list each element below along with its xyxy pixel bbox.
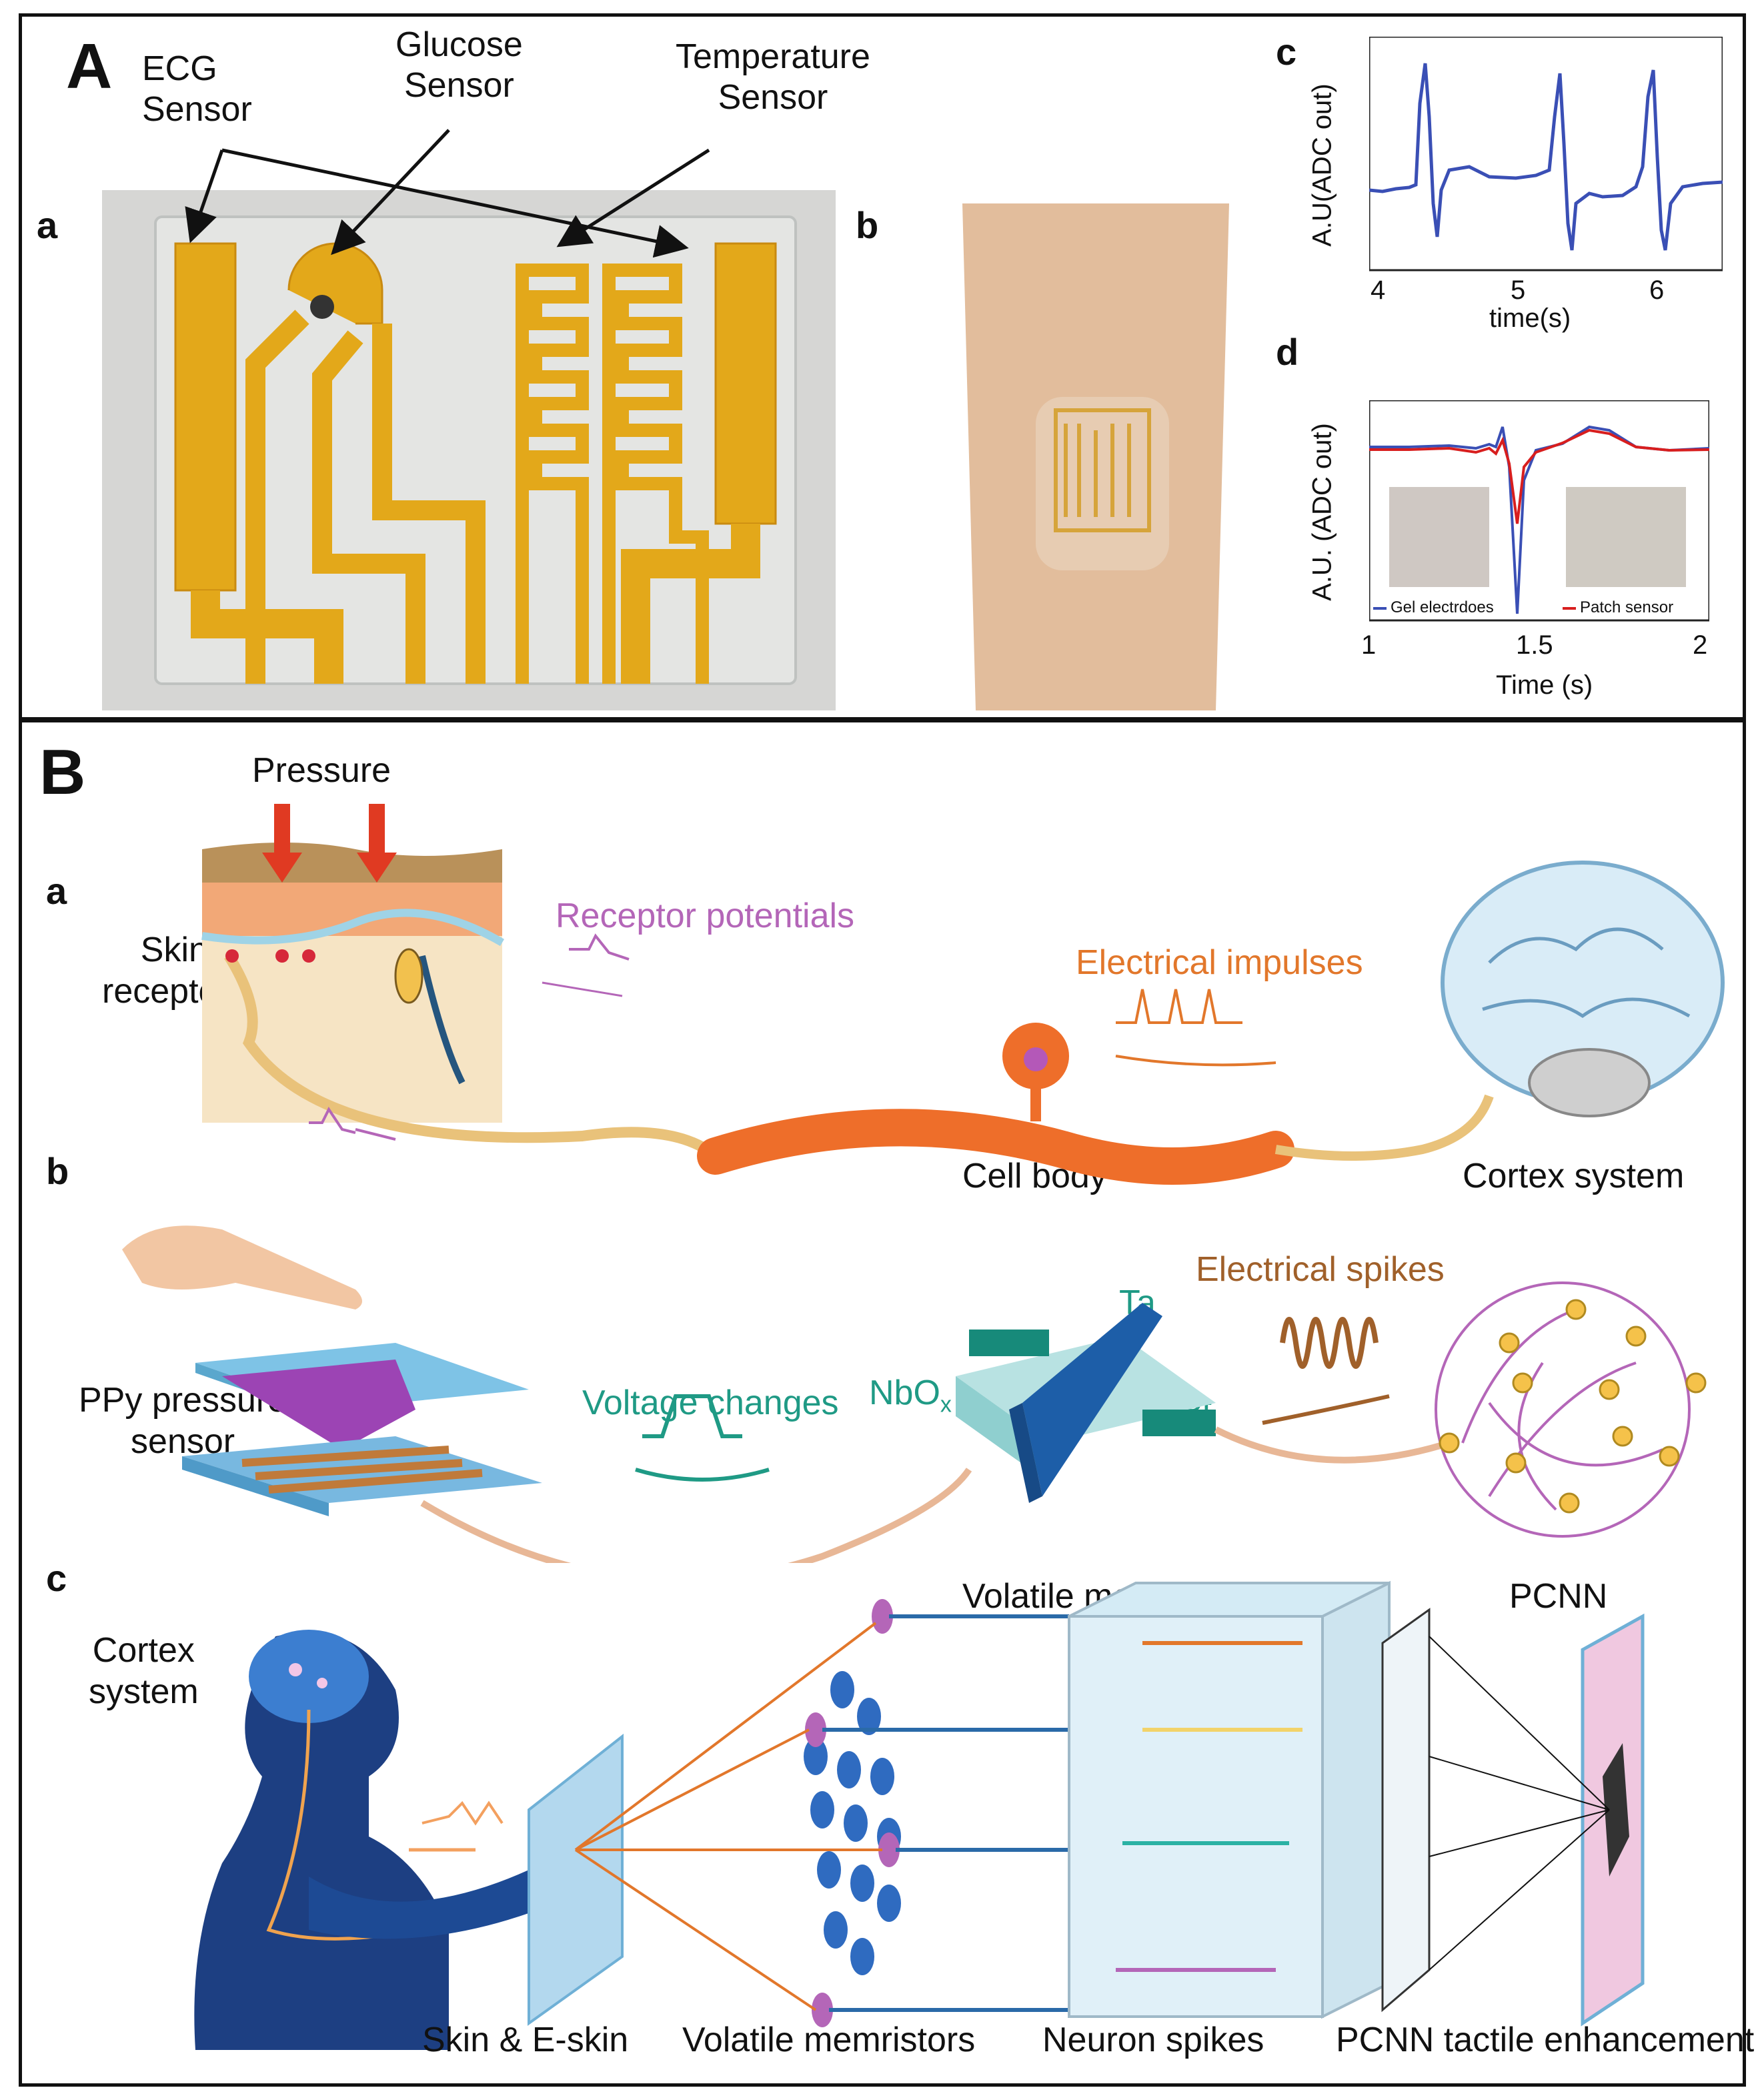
caption-neuron-spikes: Neuron spikes xyxy=(1042,2021,1264,2059)
legend-gel-electrodes: Gel electrdoes xyxy=(1391,598,1494,616)
neural-pathway-illustration xyxy=(201,804,1725,1185)
subpanel-b-label: b xyxy=(856,204,879,246)
subpanel-bb-label: b xyxy=(46,1150,69,1192)
pressure-label: Pressure xyxy=(252,751,391,790)
caption-skin-eskin: Skin & E-skin xyxy=(422,2021,629,2059)
sensor-pointer-arrows xyxy=(185,129,710,258)
pcnn-label: PCNN xyxy=(1509,1577,1608,1616)
panel-b-label: B xyxy=(39,736,86,808)
electrical-impulses-label: Electrical impulses xyxy=(1076,943,1363,982)
chart-d-xlabel: Time (s) xyxy=(1496,670,1593,700)
glucose-sensor-label: Glucose Sensor xyxy=(395,25,523,105)
legend-patch-sensor: Patch sensor xyxy=(1580,598,1674,616)
chart-d-xtick-1: 1 xyxy=(1361,630,1377,660)
chart-c-xtick-6: 6 xyxy=(1649,276,1665,305)
chart-d xyxy=(1369,400,1709,622)
electrical-spikes-label: Electrical spikes xyxy=(1196,1250,1445,1289)
nbox-main: NbO xyxy=(869,1374,940,1412)
subpanel-c-label: c xyxy=(1276,31,1297,73)
subpanel-ba-label: a xyxy=(46,870,67,912)
cortex-system-c-label: Cortex system xyxy=(89,1631,199,1712)
nbox-subscript: x xyxy=(940,1392,952,1418)
chart-c xyxy=(1369,37,1723,272)
panel-a-label: A xyxy=(66,31,113,102)
caption-volatile-memristors: Volatile memristors xyxy=(682,2021,976,2059)
caption-pcnn-tactile: PCNN tactile enhancement xyxy=(1336,2021,1755,2059)
chart-c-ylabel: A.U(ADC out) xyxy=(1307,83,1337,247)
temperature-sensor-label: Temperature Sensor xyxy=(676,37,870,117)
subpanel-d-label: d xyxy=(1276,331,1299,373)
panel-a: A a b c d ECG Sensor Glucose Sensor Temp… xyxy=(19,13,1746,720)
wrist-patch-photo xyxy=(936,203,1256,710)
sensor-patch-photo xyxy=(102,190,836,710)
panel-b: B a b c Pressure Skin receptors Receptor… xyxy=(19,719,1754,2087)
chart-d-xtick-1-5: 1.5 xyxy=(1516,630,1553,660)
chart-c-xlabel: time(s) xyxy=(1489,304,1571,333)
chart-c-xtick-5: 5 xyxy=(1511,276,1526,305)
chart-d-xtick-2: 2 xyxy=(1693,630,1708,660)
chart-d-ylabel: A.U. (ADC out) xyxy=(1307,423,1337,601)
tactile-system-illustration xyxy=(194,1580,1645,2050)
ecg-sensor-label: ECG Sensor xyxy=(142,49,252,129)
artificial-pathway-illustration xyxy=(122,1225,1707,1563)
subpanel-bc-label: c xyxy=(46,1557,67,1599)
cortex-system-label: Cortex system xyxy=(1463,1157,1685,1195)
receptor-potentials-label: Receptor potentials xyxy=(556,897,855,935)
chart-c-xtick-4: 4 xyxy=(1371,276,1386,305)
nbox-label: NbOx xyxy=(869,1373,952,1418)
subpanel-a-label: a xyxy=(37,204,58,246)
